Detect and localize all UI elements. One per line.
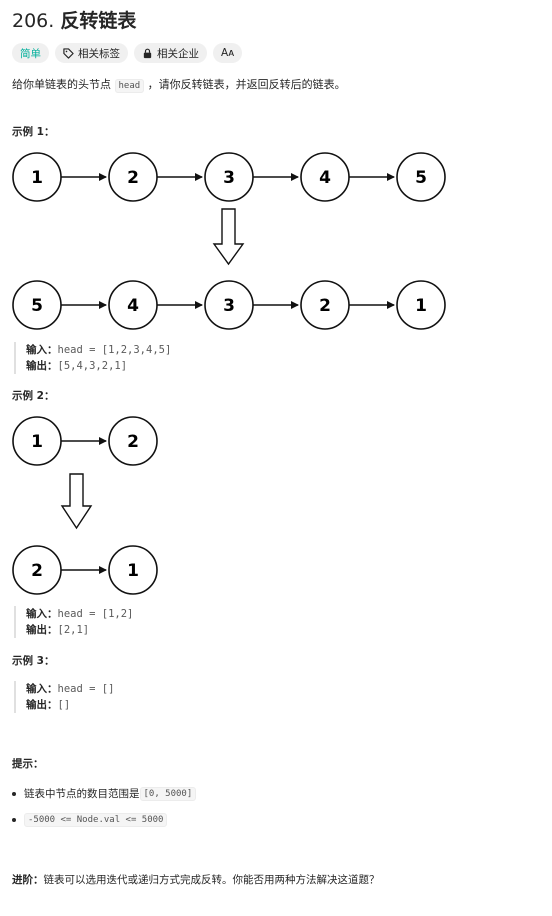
example-1-list-after: 5 4 3 2 1 <box>12 280 446 330</box>
list-node: 3 <box>204 280 254 330</box>
example-1-io: 输入：head = [1,2,3,4,5] 输出：[5,4,3,2,1] <box>14 342 171 374</box>
constraint-code: -5000 <= Node.val <= 5000 <box>24 813 168 827</box>
problem-name: 反转链表 <box>60 10 137 32</box>
example-2-list-after: 2 1 <box>12 545 158 595</box>
list-node: 4 <box>300 152 350 202</box>
problem-number: 206. <box>12 10 55 32</box>
example-2-list-before: 1 2 <box>12 416 158 466</box>
description-code: head <box>114 79 145 93</box>
node-value: 2 <box>127 432 139 452</box>
output-label: 输出： <box>26 360 58 372</box>
bullet-icon <box>12 791 16 796</box>
related-companies-label: 相关企业 <box>157 47 199 60</box>
input-value: head = [1,2] <box>57 608 134 620</box>
list-node: 3 <box>204 152 254 202</box>
constraint-item: -5000 <= Node.val <= 5000 <box>12 813 168 827</box>
down-arrow-icon <box>60 473 93 530</box>
list-node: 2 <box>108 152 158 202</box>
follow-up-label: 进阶： <box>12 874 44 886</box>
problem-title: 206. 反转链表 <box>12 6 136 33</box>
tag-bar: 简单 相关标签 相关企业 Aᴀ <box>12 43 243 63</box>
node-value: 4 <box>319 168 331 188</box>
example-3-title: 示例 3： <box>12 655 55 667</box>
list-node: 1 <box>12 416 62 466</box>
related-tags-button[interactable]: 相关标签 <box>55 43 128 63</box>
output-value: [2,1] <box>57 624 90 636</box>
list-node: 5 <box>12 280 62 330</box>
example-1-diagram: 1 2 3 4 5 5 4 3 2 1 <box>12 152 446 330</box>
list-node: 2 <box>300 280 350 330</box>
list-node: 5 <box>396 152 446 202</box>
node-value: 4 <box>127 296 139 316</box>
constraint-text: 链表中节点的数目范围是 <box>24 788 140 800</box>
node-value: 5 <box>31 296 43 316</box>
node-value: 1 <box>31 432 43 452</box>
difficulty-badge[interactable]: 简单 <box>12 43 49 63</box>
example-2-io: 输入：head = [1,2] 输出：[2,1] <box>14 606 133 638</box>
bullet-icon <box>12 818 16 822</box>
output-label: 输出： <box>26 699 58 711</box>
input-label: 输入： <box>26 683 58 695</box>
input-label: 输入： <box>26 608 58 620</box>
follow-up: 进阶：链表可以选用迭代或递归方式完成反转。你能否用两种方法解决这道题？ <box>12 872 380 887</box>
list-node: 1 <box>108 545 158 595</box>
list-node: 2 <box>108 416 158 466</box>
down-arrow-icon <box>212 208 245 266</box>
related-tags-label: 相关标签 <box>78 47 120 60</box>
node-value: 1 <box>31 168 43 188</box>
example-2-diagram: 1 2 2 1 <box>12 416 158 595</box>
follow-up-text: 链表可以选用迭代或递归方式完成反转。你能否用两种方法解决这道题？ <box>43 874 380 886</box>
example-1-list-before: 1 2 3 4 5 <box>12 152 446 202</box>
description-text-after: ，请你反转链表，并返回反转后的链表。 <box>144 78 346 91</box>
input-value: head = [] <box>57 683 115 695</box>
example-2-title: 示例 2： <box>12 390 55 402</box>
example-3-io: 输入：head = [] 输出：[] <box>14 681 114 713</box>
list-node: 2 <box>12 545 62 595</box>
input-label: 输入： <box>26 344 58 356</box>
lock-icon <box>143 48 152 58</box>
translate-icon: Aᴀ <box>221 47 235 59</box>
related-companies-button[interactable]: 相关企业 <box>134 43 207 63</box>
node-value: 1 <box>415 296 427 316</box>
node-value: 2 <box>127 168 139 188</box>
tag-icon <box>63 47 74 59</box>
constraint-code: [0, 5000] <box>139 786 197 801</box>
list-node: 1 <box>396 280 446 330</box>
list-node: 4 <box>108 280 158 330</box>
translate-button[interactable]: Aᴀ <box>213 43 243 63</box>
description-text: 给你单链表的头节点 <box>12 78 115 91</box>
constraints-title: 提示： <box>12 758 44 770</box>
node-value: 2 <box>31 561 43 581</box>
node-value: 1 <box>127 561 139 581</box>
output-value: [] <box>57 699 71 711</box>
node-value: 3 <box>223 296 235 316</box>
example-1-title: 示例 1： <box>12 126 55 138</box>
input-value: head = [1,2,3,4,5] <box>57 344 172 356</box>
node-value: 5 <box>415 168 427 188</box>
node-value: 2 <box>319 296 331 316</box>
constraint-item: 链表中节点的数目范围是 [0, 5000] <box>12 786 197 801</box>
node-value: 3 <box>223 168 235 188</box>
problem-description: 给你单链表的头节点 head ，请你反转链表，并返回反转后的链表。 <box>12 76 346 93</box>
list-node: 1 <box>12 152 62 202</box>
difficulty-label: 简单 <box>20 47 41 60</box>
output-label: 输出： <box>26 624 58 636</box>
output-value: [5,4,3,2,1] <box>57 360 128 372</box>
